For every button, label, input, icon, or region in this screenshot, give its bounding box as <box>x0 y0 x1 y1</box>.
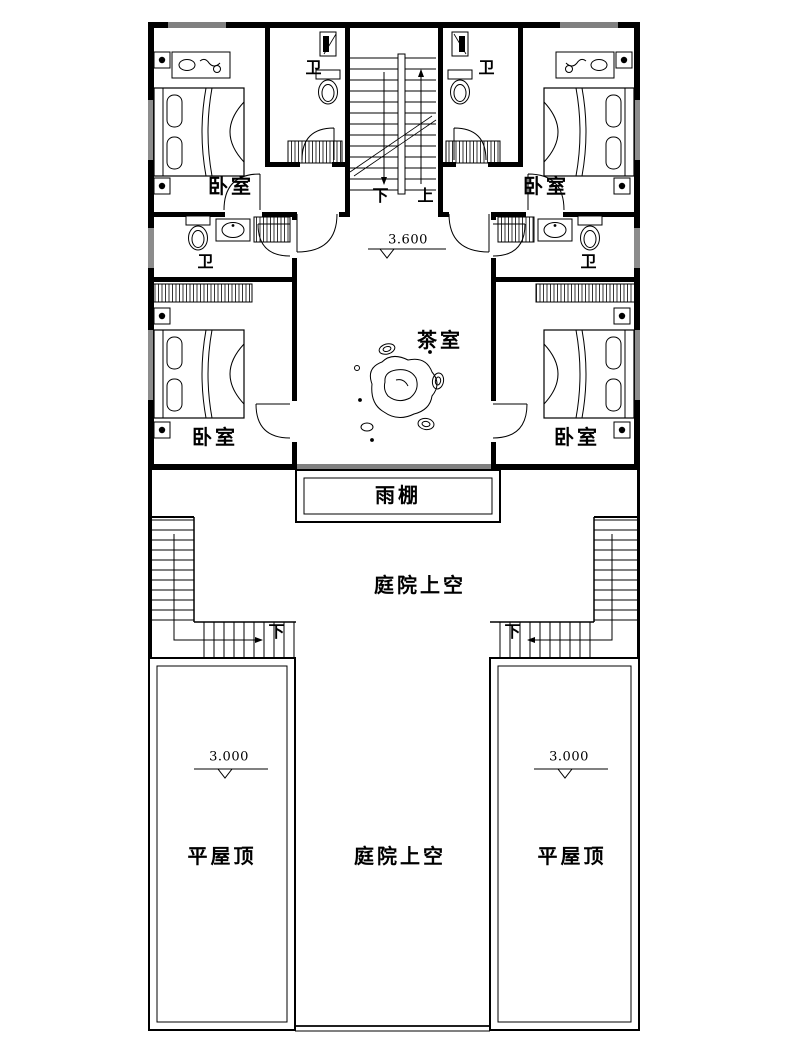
toilet-icon <box>447 69 473 105</box>
bottom-boundary <box>295 1025 490 1032</box>
room-label-courtyard-mid: 庭院上空 <box>374 575 466 597</box>
nightstand-icon <box>613 177 631 195</box>
bed-icon <box>153 329 245 419</box>
room-label-canopy: 雨棚 <box>375 485 421 507</box>
room-label-bedroom-mid-left: 卧室 <box>192 427 238 449</box>
flat-roof-right-outline <box>489 657 640 1031</box>
main-staircase <box>349 53 437 195</box>
dresser-icon <box>555 51 615 79</box>
toilet-icon <box>185 215 211 251</box>
bed-icon <box>543 329 635 419</box>
nightstand-icon <box>153 421 171 439</box>
room-label-bath-mid-right: 卫 <box>580 254 598 271</box>
flat-roof-left-outline <box>148 657 296 1031</box>
elevation-marker-symbol <box>194 248 608 779</box>
room-label-bedroom-top-left: 卧室 <box>208 176 254 198</box>
room-label-bedroom-top-right: 卧室 <box>523 176 569 198</box>
room-label-courtyard-bottom: 庭院上空 <box>354 846 446 868</box>
nightstand-icon <box>153 51 171 69</box>
rock-garden <box>354 343 445 442</box>
toilet-icon <box>577 215 603 251</box>
stair-label-down-right: 下 <box>504 624 522 641</box>
dresser-icon <box>171 51 231 79</box>
stair-label-down-left: 下 <box>268 624 286 641</box>
wardrobe-hatch <box>151 140 637 303</box>
room-label-bedroom-mid-right: 卧室 <box>554 427 600 449</box>
right-staircase <box>490 516 640 658</box>
sink-icon <box>215 218 251 242</box>
elevation-label-roof-right: 3.000 <box>549 749 589 765</box>
bed-icon <box>543 87 635 177</box>
nightstand-icon <box>153 307 171 325</box>
stair-label-up-main: 上 <box>417 188 435 205</box>
nightstand-icon <box>613 421 631 439</box>
room-label-bath-top-left: 卫 <box>305 60 323 77</box>
left-staircase <box>148 516 296 658</box>
elevation-label-roof-left: 3.000 <box>209 749 249 765</box>
room-label-bath-mid-left: 卫 <box>197 254 215 271</box>
nightstand-icon <box>153 177 171 195</box>
nightstand-icon <box>613 307 631 325</box>
room-label-flat-roof-right: 平屋顶 <box>537 846 607 868</box>
sink-icon <box>537 218 573 242</box>
walls <box>148 22 640 658</box>
elevation-label-floor: 3.600 <box>388 232 428 248</box>
stair-label-down-main: 下 <box>372 188 390 205</box>
bed-icon <box>153 87 245 177</box>
flue-shaft <box>319 31 469 57</box>
nightstand-icon <box>615 51 633 69</box>
room-label-flat-roof-left: 平屋顶 <box>187 846 257 868</box>
doors <box>223 127 565 439</box>
room-label-tea-room: 茶室 <box>417 330 463 352</box>
room-label-bath-top-right: 卫 <box>478 60 496 77</box>
canopy-outline <box>295 469 501 523</box>
